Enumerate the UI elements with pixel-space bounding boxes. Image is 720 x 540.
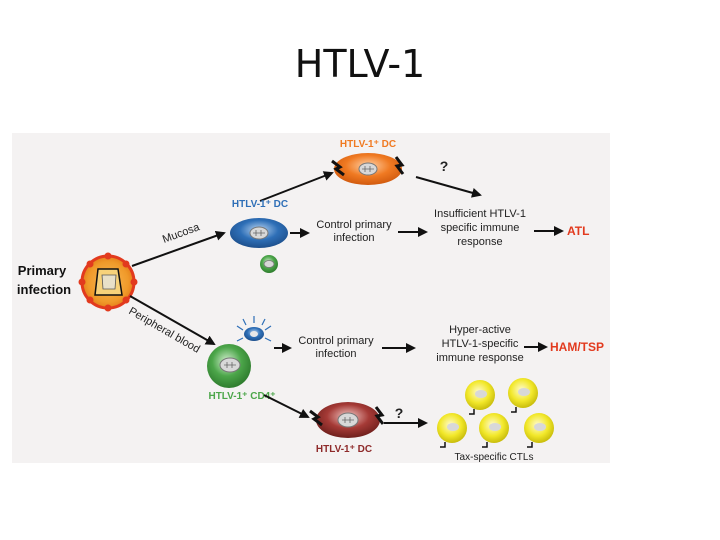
cd4-cell-icon bbox=[207, 344, 251, 388]
arrow-mucosa bbox=[131, 230, 226, 267]
dc-red-label: HTLV-1⁺ DC bbox=[316, 444, 372, 455]
htlv-virion-icon bbox=[78, 252, 138, 312]
outcome-atl: ATL bbox=[567, 224, 589, 238]
cd4-label: HTLV-1⁺ CD4⁺ bbox=[208, 391, 275, 402]
small-blue-cell-icon bbox=[236, 316, 272, 342]
control-blood-line1: Control primary bbox=[298, 335, 374, 347]
hyperactive-line3: immune response bbox=[436, 352, 523, 364]
arrow-cd4-to-red-dc bbox=[263, 394, 310, 418]
dc-blue-label: HTLV-1⁺ DC bbox=[232, 199, 288, 210]
ctl-cell-icon-2 bbox=[508, 378, 538, 413]
slide-title: HTLV-1 bbox=[294, 42, 426, 86]
dc-orange-cell-icon bbox=[331, 153, 405, 185]
ctls-label: Tax-specific CTLs bbox=[455, 452, 534, 463]
question-mark-lower: ? bbox=[395, 405, 404, 421]
control-mucosa-line2: infection bbox=[334, 232, 375, 244]
control-blood-line2: infection bbox=[316, 348, 357, 360]
hyperactive-line1: Hyper-active bbox=[449, 324, 511, 336]
htlv-diagram: Primary infection Mucosa Peripheral bloo… bbox=[12, 133, 610, 463]
insufficient-line1: Insufficient HTLV-1 bbox=[434, 208, 526, 220]
dc-red-cell-icon bbox=[309, 402, 385, 438]
question-mark-upper: ? bbox=[440, 158, 449, 174]
arrow-orange-dc-to-response bbox=[415, 176, 482, 198]
primary-infection-label-1: Primary bbox=[18, 263, 67, 278]
small-green-cell-icon bbox=[260, 255, 278, 273]
hyperactive-line2: HTLV-1-specific bbox=[442, 338, 519, 350]
control-mucosa-line1: Control primary bbox=[316, 219, 392, 231]
insufficient-line2: specific immune bbox=[441, 222, 520, 234]
dc-blue-cell-icon bbox=[230, 218, 288, 248]
ctl-cell-icon-5 bbox=[524, 413, 554, 448]
arrow-peripheral-blood bbox=[129, 295, 216, 345]
primary-infection-label-2: infection bbox=[17, 282, 71, 297]
ctl-cell-icon-3 bbox=[437, 413, 467, 448]
ctl-cell-icon-4 bbox=[479, 413, 509, 448]
diagram-canvas: Primary infection Mucosa Peripheral bloo… bbox=[17, 139, 604, 463]
insufficient-line3: response bbox=[457, 236, 502, 248]
arrow-blue-to-orange-dc bbox=[259, 171, 334, 202]
ctl-cell-icon-1 bbox=[465, 380, 495, 415]
dc-orange-label: HTLV-1⁺ DC bbox=[340, 139, 396, 150]
outcome-ham-tsp: HAM/TSP bbox=[550, 340, 604, 354]
